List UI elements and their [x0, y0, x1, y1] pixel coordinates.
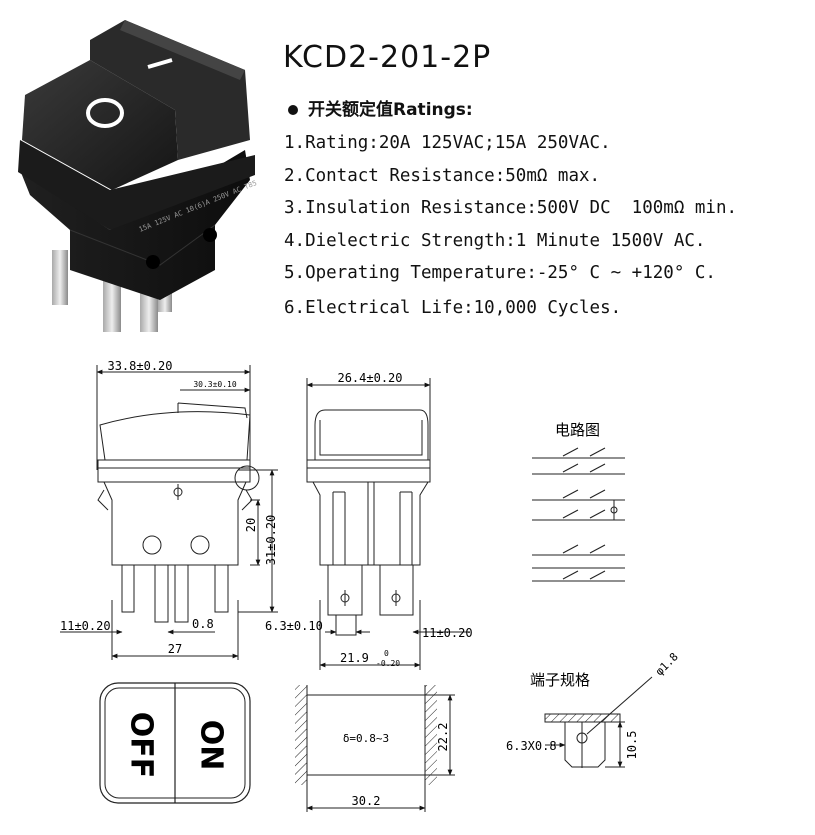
- panel-cutout-drawing: [295, 685, 455, 812]
- side-bottom-dim: 21.9: [340, 651, 369, 665]
- front-height-dim: 31±0.20: [264, 515, 278, 566]
- side-view-drawing: [306, 378, 470, 670]
- bezel: [18, 140, 255, 230]
- front-inner-height-dim: 20: [244, 518, 258, 532]
- off-symbol-icon: [86, 98, 124, 128]
- side-terminal-offset-dim: 6.3±0.10: [265, 619, 323, 633]
- rocker-on: [90, 20, 250, 160]
- switch-photo: 15A 125V AC 10(6)A 250V AC T85: [18, 20, 258, 332]
- bullet-icon: [288, 105, 298, 115]
- terminal-spec-drawing: [544, 676, 653, 768]
- front-pitch-dim: 0.8: [192, 617, 214, 631]
- spec-operating-temperature: 5.Operating Temperature:-25° C ~ +120° C…: [284, 263, 716, 283]
- terminal-size: 6.3X0.8: [506, 739, 557, 753]
- mount-hole: [203, 228, 217, 242]
- panel-height: 22.2: [436, 723, 450, 752]
- on-symbol-icon: [147, 58, 173, 69]
- front-inner-width-dim: 30.3±0.10: [193, 380, 237, 389]
- side-bottom-upper-tol: 0: [384, 649, 389, 658]
- side-width-dim: 26.4±0.20: [337, 371, 402, 385]
- spec-dielectric-strength: 4.Dielectric Strength:1 Minute 1500V AC.: [284, 231, 706, 251]
- spec-insulation-resistance: 3.Insulation Resistance:500V DC 100mΩ mi…: [284, 198, 738, 218]
- spec-electrical-life: 6.Electrical Life:10,000 Cycles.: [284, 298, 622, 318]
- terminal-spec-title: 端子规格: [530, 671, 590, 689]
- terminal-pin: [52, 250, 68, 305]
- side-bottom-lower-tol: -0.20: [376, 659, 400, 668]
- front-body-width-dim: 27: [168, 642, 182, 656]
- mount-hole: [146, 255, 160, 269]
- front-view-drawing: [60, 365, 278, 660]
- ratings-heading: 开关额定值Ratings:: [288, 95, 473, 120]
- on-label: ON: [194, 720, 229, 771]
- ratings-heading-text: 开关额定值Ratings:: [308, 100, 473, 120]
- panel-thickness: δ=0.8~3: [343, 732, 389, 745]
- front-width-dim: 33.8±0.20: [107, 359, 172, 373]
- panel-width: 30.2: [352, 794, 381, 808]
- top-view-drawing: [99, 682, 251, 804]
- circuit-title: 电路图: [555, 421, 600, 439]
- spec-rating: 1.Rating:20A 125VAC;15A 250VAC.: [284, 133, 611, 153]
- circuit-diagram: [532, 447, 625, 582]
- spec-contact-resistance: 2.Contact Resistance:50mΩ max.: [284, 166, 601, 186]
- side-right-offset-dim: 11±0.20: [422, 626, 473, 640]
- terminal-length-dim: 10.5: [625, 731, 639, 760]
- off-label: OFF: [124, 712, 159, 779]
- front-left-offset-dim: 11±0.20: [60, 619, 111, 633]
- model-title: KCD2-201-2P: [283, 40, 492, 75]
- terminal-hole-dim: φ1.8: [653, 650, 681, 678]
